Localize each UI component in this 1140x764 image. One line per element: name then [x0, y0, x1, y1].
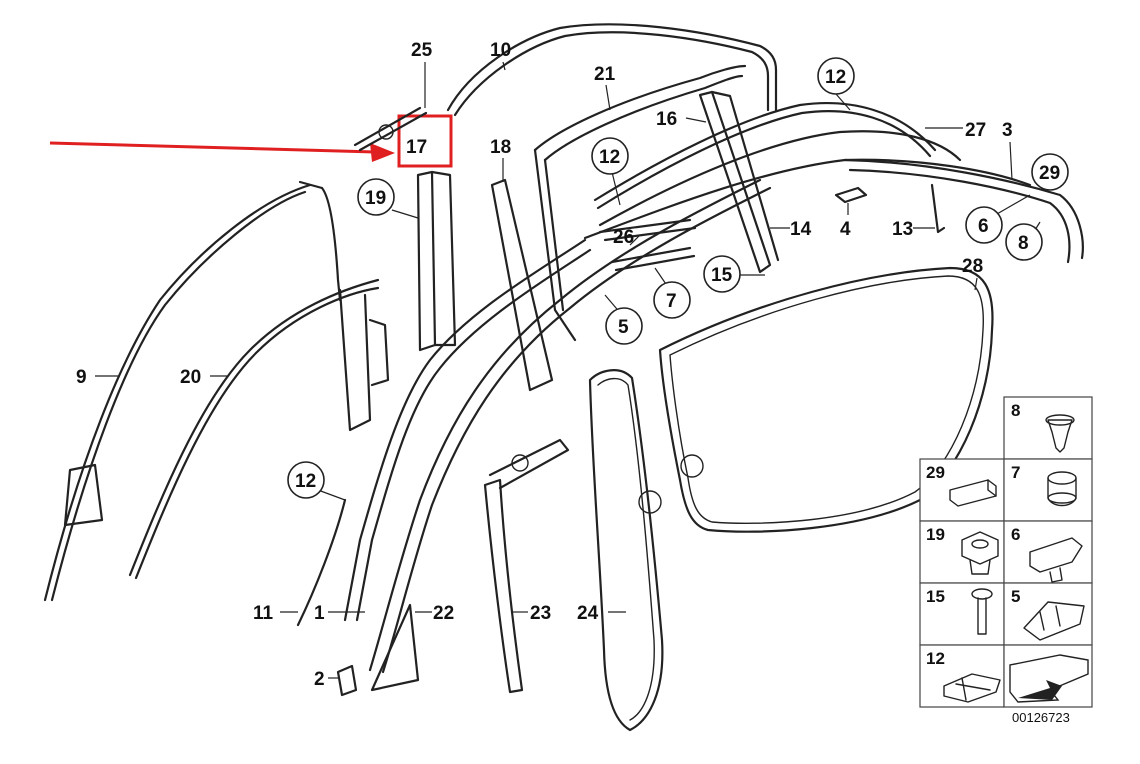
highlight-box: [397, 114, 453, 168]
legend-label-19: 19: [926, 525, 945, 544]
callout-15: 15: [711, 265, 733, 286]
callout-19: 19: [365, 188, 386, 209]
callout-9: 9: [76, 367, 87, 388]
hardware-legend: 8 29 7 19 6 15 5 12: [919, 396, 1093, 725]
callout-14: 14: [790, 219, 812, 240]
callout-29: 29: [1039, 163, 1060, 184]
callout-2: 2: [314, 669, 325, 690]
callout-11: 11: [253, 603, 274, 624]
callout-27: 27: [965, 120, 986, 141]
callout-16: 16: [656, 109, 677, 130]
legend-label-5: 5: [1011, 587, 1020, 606]
callout-7: 7: [666, 291, 677, 312]
legend-label-29: 29: [926, 463, 945, 482]
callout-24: 24: [577, 603, 599, 624]
callout-12-top: 12: [825, 67, 846, 88]
callout-28: 28: [962, 256, 983, 277]
callout-1: 1: [314, 603, 325, 624]
callout-17: 17: [406, 137, 427, 158]
callout-18: 18: [490, 137, 511, 158]
callout-5: 5: [618, 317, 629, 338]
callout-26: 26: [613, 227, 634, 248]
callout-10: 10: [490, 40, 511, 61]
callout-3: 3: [1002, 120, 1013, 141]
legend-label-8: 8: [1011, 401, 1020, 420]
parts-linework: [43, 23, 1084, 732]
legend-label-6: 6: [1011, 525, 1020, 544]
callout-22: 22: [433, 603, 454, 624]
leader-lines: [95, 61, 1041, 679]
callout-4: 4: [840, 219, 851, 240]
callout-8: 8: [1018, 233, 1029, 254]
legend-label-12: 12: [926, 649, 945, 668]
callout-25: 25: [411, 40, 433, 61]
diagram-reference-code: 00126723: [1012, 710, 1070, 725]
callout-12-mid: 12: [599, 147, 620, 168]
legend-label-15: 15: [926, 587, 945, 606]
callout-13: 13: [892, 219, 913, 240]
highlight-arrow: [49, 141, 395, 162]
callout-23: 23: [530, 603, 551, 624]
legend-part-icons: [943, 414, 1089, 703]
callout-12-low: 12: [295, 471, 316, 492]
callout-labels: 25 10 21 12 16 27 3 17 18 12 29 19 4 13 …: [76, 40, 1069, 690]
legend-label-7: 7: [1011, 463, 1020, 482]
callout-6: 6: [978, 216, 989, 237]
callout-20: 20: [180, 367, 201, 388]
callout-21: 21: [594, 64, 616, 85]
